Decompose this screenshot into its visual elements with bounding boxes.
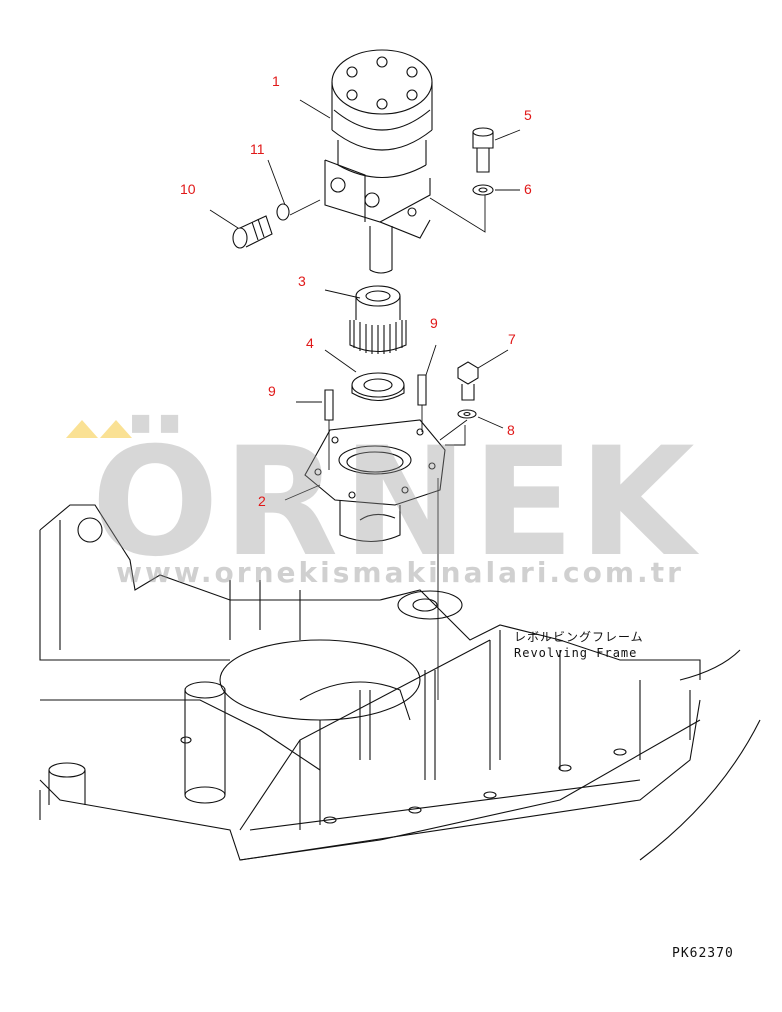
plug-part-10	[232, 215, 273, 249]
callout-8: 8	[507, 422, 515, 438]
dowel-pin-part-9-right	[417, 374, 427, 406]
callout-6: 6	[524, 181, 532, 197]
washer-part-6	[472, 184, 494, 196]
revolving-frame-label-en: Revolving Frame	[514, 646, 638, 660]
callout-4: 4	[306, 335, 314, 351]
callout-3: 3	[298, 273, 306, 289]
swing-motor-part-1	[324, 49, 433, 274]
watermark-site: www.ornekismakinalari.com.tr	[116, 556, 684, 589]
watermark-accent-left	[66, 420, 98, 438]
bearing-part-4	[351, 372, 405, 402]
callout-1: 1	[272, 73, 280, 89]
housing-part-2	[304, 419, 446, 543]
watermark-brand: ÖRNEK	[91, 416, 699, 590]
leader-lines	[209, 99, 521, 700]
o-ring-part-11	[276, 203, 290, 221]
callout-5: 5	[524, 107, 532, 123]
drawing-number: PK62370	[672, 946, 734, 961]
bolt-part-5	[472, 127, 494, 173]
callout-7: 7	[508, 331, 516, 347]
callout-10: 10	[180, 181, 196, 197]
pinion-gear-part-3	[349, 285, 407, 354]
revolving-frame	[39, 504, 761, 861]
washer-part-8	[457, 409, 477, 419]
callout-11: 11	[250, 141, 265, 157]
watermark-accent-right	[100, 420, 132, 438]
callout-9-left: 9	[268, 383, 276, 399]
revolving-frame-label-jp: レボルビングフレーム	[514, 630, 644, 644]
callout-2: 2	[258, 493, 266, 509]
bolt-part-7	[457, 361, 479, 401]
callout-9-right: 9	[430, 315, 438, 331]
dowel-pin-part-9-left	[324, 389, 334, 421]
